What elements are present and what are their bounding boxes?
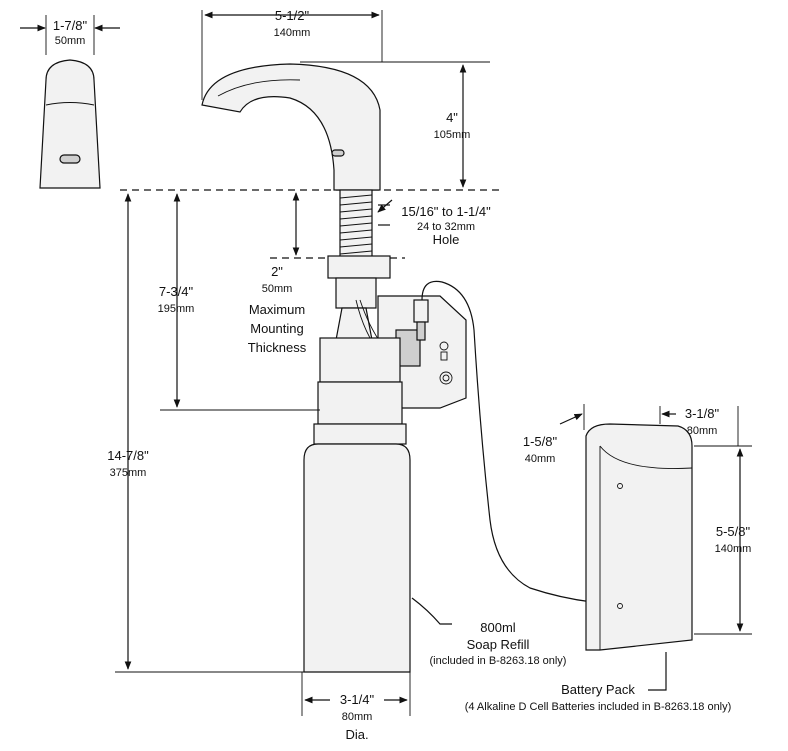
battery-depth-arrow [559,413,583,425]
spout-side-view [20,15,120,189]
faucet-spout [201,10,490,191]
soap-refill-note: (included in B-8263.18 only) [430,655,567,667]
total-height-inch: 14-7/8" [107,448,149,463]
battery-width-metric: 80mm [687,425,718,437]
mount-thickness-inch: 2" [271,264,283,279]
spout-depth-inch: 1-7/8" [53,18,88,33]
hole-size-inch: 15/16" to 1-1/4" [401,204,491,219]
total-height-metric: 375mm [110,467,147,479]
soap-refill-line-2: Soap Refill [467,637,530,652]
spout-reach-metric: 140mm [274,27,311,39]
mount-thickness-label-line-2: Mounting [250,321,303,336]
spout-reach-inch: 5-1/2" [275,8,310,23]
bottle-dia-label: Dia. [345,727,368,742]
battery-depth-inch: 1-5/8" [523,434,558,449]
battery-depth-metric: 40mm [525,453,556,465]
hole-size-metric: 24 to 32mm [417,221,475,233]
battery-height-metric: 140mm [715,543,752,555]
soap-refill-leader [411,597,452,625]
battery-pack-leader [648,652,667,691]
battery-pack [585,423,693,651]
bottle-dia-inch: 3-1/4" [340,692,375,707]
mount-thickness-label-line-1: Maximum [249,302,305,317]
pump-assembly [327,255,391,357]
spout-height-metric: 105mm [434,129,471,141]
under-counter-inch: 7-3/4" [159,284,194,299]
soap-bottle [303,337,411,673]
spout-depth-metric: 50mm [55,35,86,47]
battery-pack-note: (4 Alkaline D Cell Batteries included in… [465,701,732,713]
hole-label: Hole [433,232,460,247]
soap-refill-line-1: 800ml [480,620,516,635]
under-counter-metric: 195mm [158,303,195,315]
mount-thickness-metric: 50mm [262,283,293,295]
mount-thickness-label-line-3: Thickness [248,340,307,355]
battery-pack-label: Battery Pack [561,682,635,697]
threaded-shank [339,189,393,261]
battery-width-inch: 3-1/8" [685,406,720,421]
battery-height-inch: 5-5/8" [716,524,751,539]
bottle-dia-metric: 80mm [342,711,373,723]
spout-height-inch: 4" [446,110,458,125]
